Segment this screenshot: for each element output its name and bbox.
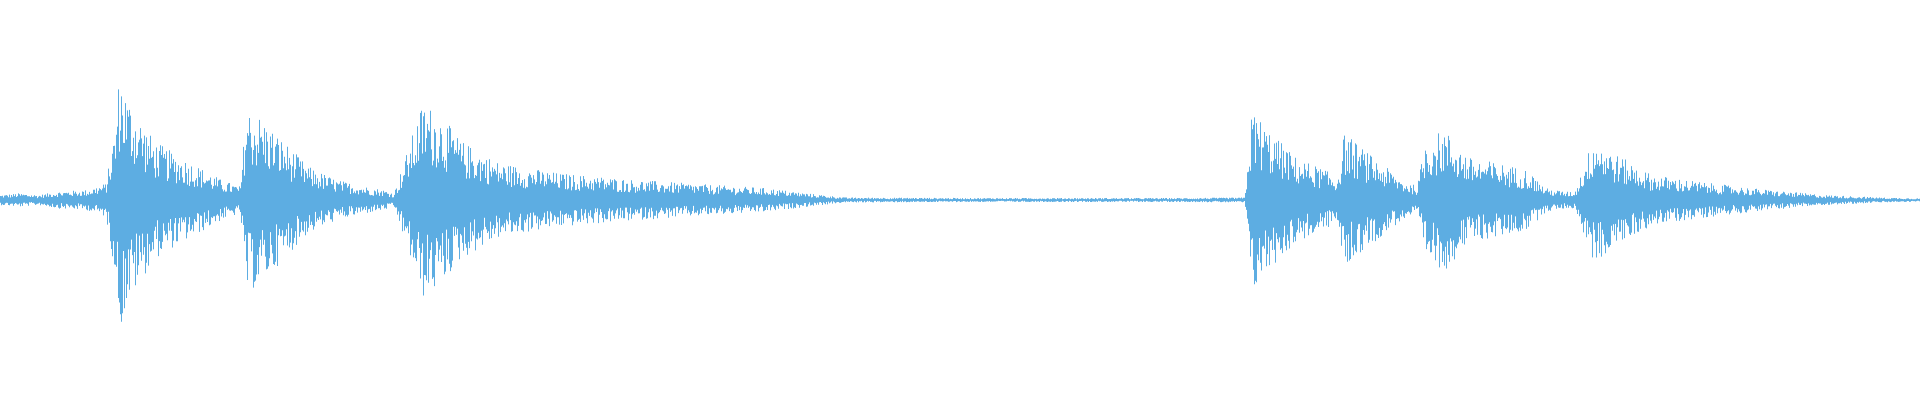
waveform-samples	[0, 89, 1920, 322]
waveform-path	[0, 89, 1920, 322]
